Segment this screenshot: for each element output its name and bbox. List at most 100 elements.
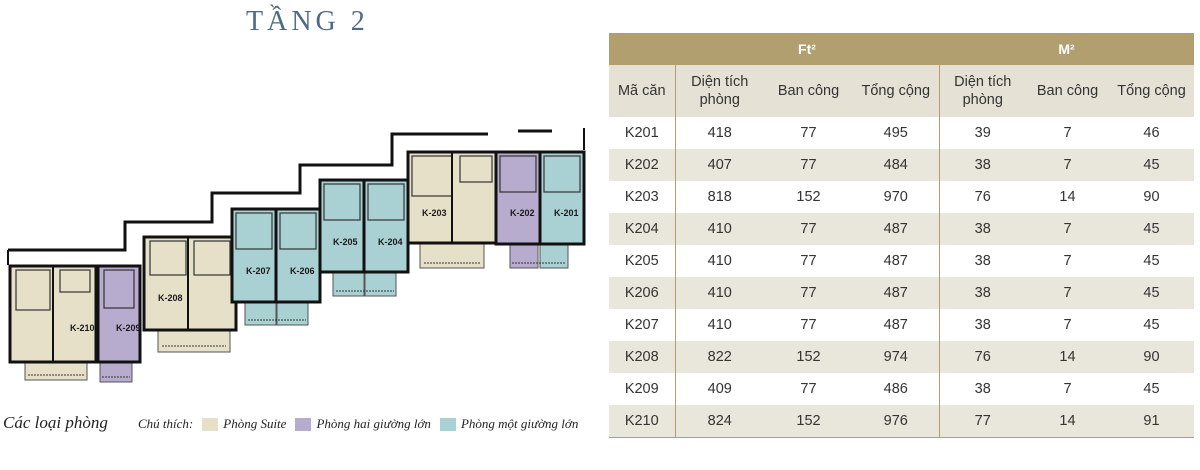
balcony-k208 xyxy=(157,329,231,353)
table-cell: 7 xyxy=(1026,277,1109,309)
legend-item-two-bed: Phòng hai giường lớn xyxy=(316,416,431,431)
balcony-k202 xyxy=(509,243,539,269)
table-cell: 7 xyxy=(1026,213,1109,245)
table-cell: K206 xyxy=(609,277,676,309)
table-cell: 822 xyxy=(675,341,764,373)
table-cell: 45 xyxy=(1143,381,1160,397)
table-cell: 76 xyxy=(974,189,991,205)
balcony-k204 xyxy=(364,271,397,297)
table-cell: K203 xyxy=(609,181,676,213)
table-cell: 45 xyxy=(1109,277,1194,309)
table-cell: 7 xyxy=(1026,149,1109,181)
table-cell: K207 xyxy=(609,309,676,341)
unit-k206 xyxy=(274,207,322,304)
table-cell: K208 xyxy=(609,341,676,373)
table-cell: 91 xyxy=(1109,405,1194,438)
table-cell: 38 xyxy=(939,277,1026,309)
legend-label: Chú thích: xyxy=(138,416,194,431)
legend-swatch-suite xyxy=(202,417,219,431)
table-cell: 76 xyxy=(939,341,1026,373)
table-cell: 77 xyxy=(764,277,853,309)
unit-k201 xyxy=(538,150,586,246)
table-cell: 152 xyxy=(764,405,853,438)
table-cell: 90 xyxy=(1143,189,1160,205)
legend: Chú thích: Phòng Suite Phòng hai giường … xyxy=(138,416,578,432)
balcony-k205 xyxy=(332,271,365,297)
table-cell: 38 xyxy=(974,317,991,333)
balcony-k206 xyxy=(276,301,309,326)
legend-item-suite: Phòng Suite xyxy=(223,416,287,431)
table-cell: 14 xyxy=(1059,189,1076,205)
table-cell: 38 xyxy=(974,253,991,269)
unit-label-k205: K-205 xyxy=(333,237,358,247)
table-cell: 970 xyxy=(853,181,940,213)
table-cell: 77 xyxy=(764,213,853,245)
table-cell: 7 xyxy=(1063,125,1072,141)
table-cell: K205 xyxy=(609,245,676,277)
table-cell: K202 xyxy=(609,149,676,181)
group-header-ft2: Ft² xyxy=(675,33,939,65)
table-cell: 410 xyxy=(707,253,732,269)
col-header-balcony-m: Ban công xyxy=(1026,65,1109,117)
balcony-k209 xyxy=(99,361,133,383)
legend-swatch-one-bed xyxy=(439,417,456,431)
table-cell: 818 xyxy=(707,189,732,205)
unit-k208 xyxy=(142,235,238,332)
unit-label-k202: K-202 xyxy=(510,208,535,218)
table-cell: 407 xyxy=(675,149,764,181)
table-cell: 487 xyxy=(853,309,940,341)
legend-title: Các loại phòng xyxy=(3,413,108,432)
table-cell: 39 xyxy=(974,125,991,141)
unit-k207 xyxy=(230,207,278,304)
table-cell: 409 xyxy=(707,381,732,397)
table-cell: 484 xyxy=(853,149,940,181)
table-cell: 38 xyxy=(974,381,991,397)
table-cell: 824 xyxy=(675,405,764,438)
legend-swatch-two-bed xyxy=(295,417,312,431)
group-header-m2: M² xyxy=(939,33,1194,65)
table-cell: 7 xyxy=(1063,253,1072,269)
area-table: Ft² M² Mã căn Diện tích phòng Ban công T… xyxy=(609,33,1194,438)
balcony-k210 xyxy=(24,361,88,381)
table-cell: 77 xyxy=(800,381,817,397)
floor-title: TẦNG 2 xyxy=(246,6,369,37)
table-cell: 38 xyxy=(939,149,1026,181)
table-cell: 77 xyxy=(800,253,817,269)
table-cell: 486 xyxy=(853,373,940,405)
floor-plan: K-210 K-209 K-208 K-207 K-206 K-205 K-20… xyxy=(7,128,586,383)
unit-label-k203: K-203 xyxy=(422,208,447,218)
unit-label-k209: K-209 xyxy=(116,323,141,333)
unit-label-k208: K-208 xyxy=(158,293,183,303)
col-header-unit-code: Mã căn xyxy=(609,65,676,117)
table-cell: 410 xyxy=(675,277,764,309)
table-cell: 487 xyxy=(853,277,940,309)
table-cell: K201 xyxy=(609,117,676,149)
unit-k209 xyxy=(96,264,142,364)
table-cell: 487 xyxy=(853,245,940,277)
unit-k204 xyxy=(362,178,410,274)
col-header-balcony-ft: Ban công xyxy=(764,65,853,117)
table-cell: 77 xyxy=(764,149,853,181)
table-cell: 495 xyxy=(853,117,940,149)
table-corner xyxy=(609,33,675,65)
table-cell: 7 xyxy=(1063,381,1072,397)
balcony-k203 xyxy=(419,242,485,269)
table-cell: 7 xyxy=(1063,317,1072,333)
col-header-room-area-ft: Diện tích phòng xyxy=(675,65,764,117)
col-header-total-m: Tổng cộng xyxy=(1109,65,1194,117)
table-cell: 487 xyxy=(853,213,940,245)
table-cell: 45 xyxy=(1143,317,1160,333)
corridor-wall xyxy=(8,132,488,252)
col-header-room-area-m: Diện tích phòng xyxy=(939,65,1026,117)
table-cell: 45 xyxy=(1109,149,1194,181)
unit-label-k206: K-206 xyxy=(290,266,315,276)
